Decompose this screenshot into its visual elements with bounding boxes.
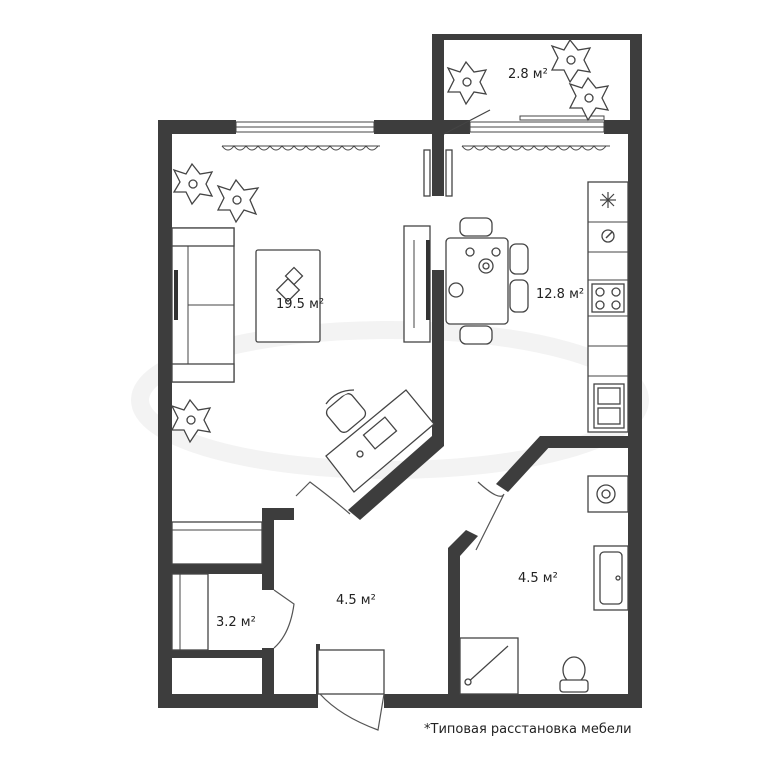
curtains xyxy=(221,145,610,151)
storage-shelves xyxy=(171,573,209,651)
storage-area-label: 3.2 м² xyxy=(216,615,256,630)
dining-table xyxy=(445,237,509,325)
dining-chairs xyxy=(459,217,529,345)
plant-icon xyxy=(216,178,260,224)
desk xyxy=(325,389,435,493)
washing-machine-icon xyxy=(587,475,629,513)
rug xyxy=(255,249,321,343)
stove-icon xyxy=(591,229,625,313)
windows xyxy=(235,115,605,133)
furniture-footnote: *Типовая расстановка мебели xyxy=(424,722,632,737)
bathroom-area-label: 4.5 м² xyxy=(518,571,558,586)
shower-icon xyxy=(459,637,519,695)
plant-icon xyxy=(172,162,214,206)
hall-area-label: 4.5 м² xyxy=(336,593,376,608)
plant-icon xyxy=(550,38,592,84)
wardrobe-living xyxy=(171,521,263,565)
snowflake-icon xyxy=(600,192,616,208)
plant-icon xyxy=(446,60,488,106)
toilet-icon xyxy=(559,656,589,693)
kitchen-area-label: 12.8 м² xyxy=(536,287,584,302)
plant-icon xyxy=(170,398,212,444)
walls xyxy=(158,34,642,708)
tv-stand xyxy=(403,225,431,343)
living-room-area-label: 19.5 м² xyxy=(276,297,324,312)
plant-icon xyxy=(568,76,610,122)
sofa xyxy=(171,227,235,383)
bath-sink xyxy=(593,545,629,611)
balcony-area-label: 2.8 м² xyxy=(508,67,548,82)
doors xyxy=(273,109,505,731)
sink-icon xyxy=(593,383,625,429)
desk-chair xyxy=(325,389,367,433)
